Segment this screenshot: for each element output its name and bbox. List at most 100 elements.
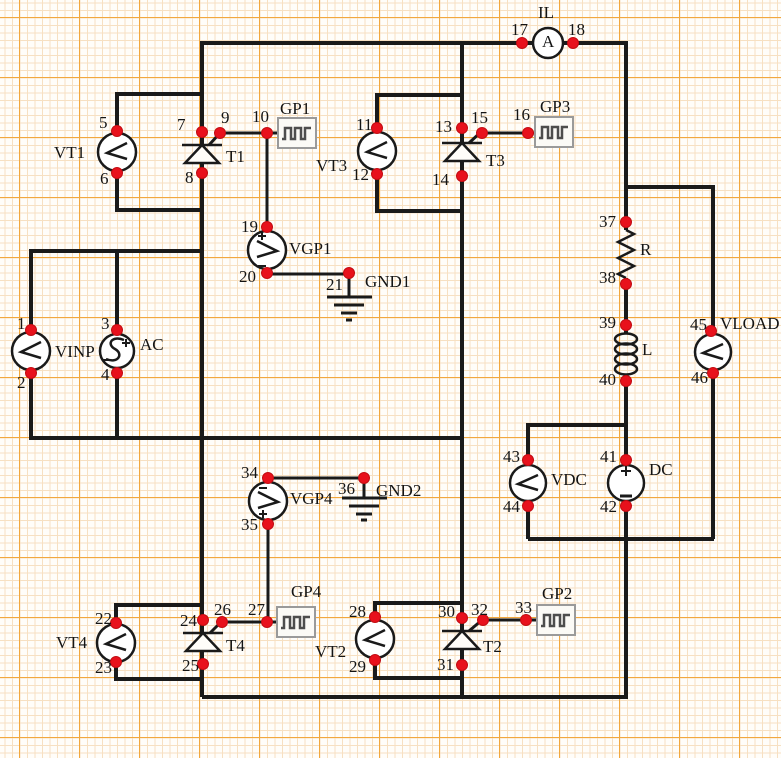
ground-gnd1[interactable] (327, 295, 372, 322)
node-dot-42[interactable] (620, 500, 632, 512)
resistor-r[interactable] (615, 228, 637, 280)
wires[interactable] (29, 41, 715, 699)
node-number-20: 20 (239, 267, 256, 286)
node-dot-30[interactable] (456, 612, 468, 624)
node-dot-37[interactable] (620, 216, 632, 228)
node-dot-8[interactable] (196, 167, 208, 179)
node-dot-38[interactable] (620, 278, 632, 290)
pulse-generator-gp1[interactable] (277, 117, 317, 149)
voltmeter-vt2[interactable] (354, 618, 396, 660)
wire-top-rail-right (563, 41, 628, 230)
node-dot-17[interactable] (516, 37, 528, 49)
node-dot-39[interactable] (620, 319, 632, 331)
node-dot-19[interactable] (261, 221, 273, 233)
node-dot-34[interactable] (262, 472, 274, 484)
node-number-27: 27 (248, 600, 265, 619)
voltmeter-vinp[interactable] (10, 330, 52, 372)
node-dot-25[interactable] (197, 658, 209, 670)
node-dot-29[interactable] (369, 654, 381, 666)
node-dot-3[interactable] (111, 324, 123, 336)
node-number-33: 33 (515, 598, 532, 617)
node-number-10: 10 (252, 107, 269, 126)
node-dot-32[interactable] (477, 614, 489, 626)
label-l: L (642, 340, 653, 359)
node-dot-14[interactable] (456, 170, 468, 182)
label-vgp4: VGP4 (290, 489, 333, 508)
wire-vt1-top-loop (115, 92, 202, 132)
node-dot-23[interactable] (110, 656, 122, 668)
node-dot-26[interactable] (216, 616, 228, 628)
label-il: IL (538, 3, 555, 22)
label-vt1: VT1 (54, 143, 86, 162)
node-dot-1[interactable] (25, 324, 37, 336)
node-number-29: 29 (349, 657, 366, 676)
inductor-l[interactable] (613, 332, 639, 376)
node-dot-13[interactable] (456, 122, 468, 134)
node-dot-27[interactable] (261, 616, 273, 628)
voltmeter-vt1[interactable] (96, 131, 138, 173)
node-dot-24[interactable] (197, 614, 209, 626)
node-dot-16[interactable] (522, 127, 534, 139)
node-dot-10[interactable] (261, 127, 273, 139)
ground-gnd2[interactable] (342, 496, 387, 522)
node-dot-33[interactable] (520, 614, 532, 626)
label-t1: T1 (226, 147, 245, 166)
voltage-source-vgp1[interactable] (246, 229, 288, 271)
node-dots[interactable] (25, 37, 719, 671)
pulse-generator-gp3[interactable] (534, 116, 574, 148)
node-dot-4[interactable] (111, 367, 123, 379)
node-number-30: 30 (438, 602, 455, 621)
node-number-44: 44 (503, 497, 520, 516)
node-number-32: 32 (471, 600, 488, 619)
node-dot-12[interactable] (371, 168, 383, 180)
pulse-generator-gp4[interactable] (276, 606, 316, 638)
node-dot-41[interactable] (620, 454, 632, 466)
node-dot-9[interactable] (214, 127, 226, 139)
node-dot-43[interactable] (522, 454, 534, 466)
node-dot-45[interactable] (705, 325, 717, 337)
node-dot-7[interactable] (196, 126, 208, 138)
wire-middle-rail (29, 370, 462, 440)
node-number-37: 37 (599, 212, 616, 231)
label-vt4: VT4 (56, 633, 88, 652)
ac-source[interactable] (98, 332, 136, 370)
label-t2: T2 (483, 637, 502, 656)
node-dot-22[interactable] (110, 617, 122, 629)
node-dot-28[interactable] (369, 611, 381, 623)
voltmeter-vdc[interactable] (508, 463, 548, 503)
node-dot-20[interactable] (261, 267, 273, 279)
node-dot-5[interactable] (111, 125, 123, 137)
wire-vt2-bottom-loop (373, 661, 462, 680)
node-dot-40[interactable] (620, 375, 632, 387)
node-dot-2[interactable] (25, 367, 37, 379)
node-number-23: 23 (95, 658, 112, 677)
dc-source[interactable] (606, 463, 646, 503)
wire-ac-top-loop (29, 249, 202, 332)
node-dot-21[interactable] (343, 267, 355, 279)
thyristor-t2[interactable] (442, 618, 483, 651)
node-dot-36[interactable] (358, 472, 370, 484)
node-dot-44[interactable] (522, 500, 534, 512)
pulse-generator-gp2[interactable] (536, 604, 576, 636)
node-dot-11[interactable] (371, 122, 383, 134)
node-number-31: 31 (437, 655, 454, 674)
node-number-34: 34 (241, 463, 258, 482)
node-dot-35[interactable] (262, 518, 274, 530)
wire-vt3-bottom-loop (375, 171, 462, 213)
wire-vdc-top-loop (526, 423, 626, 462)
node-dot-31[interactable] (456, 659, 468, 671)
node-dot-46[interactable] (707, 367, 719, 379)
label-a: A (542, 32, 555, 51)
node-dot-18[interactable] (567, 37, 579, 49)
node-dot-6[interactable] (111, 167, 123, 179)
wire-dc-to-bottom-rail (202, 501, 628, 699)
node-dot-15[interactable] (476, 127, 488, 139)
label-dc: DC (649, 460, 673, 479)
node-number-2: 2 (17, 373, 26, 392)
voltmeter-vload[interactable] (693, 332, 733, 372)
plus-mark (621, 466, 631, 476)
node-number-22: 22 (95, 609, 112, 628)
ammeter-il[interactable] (531, 26, 565, 60)
